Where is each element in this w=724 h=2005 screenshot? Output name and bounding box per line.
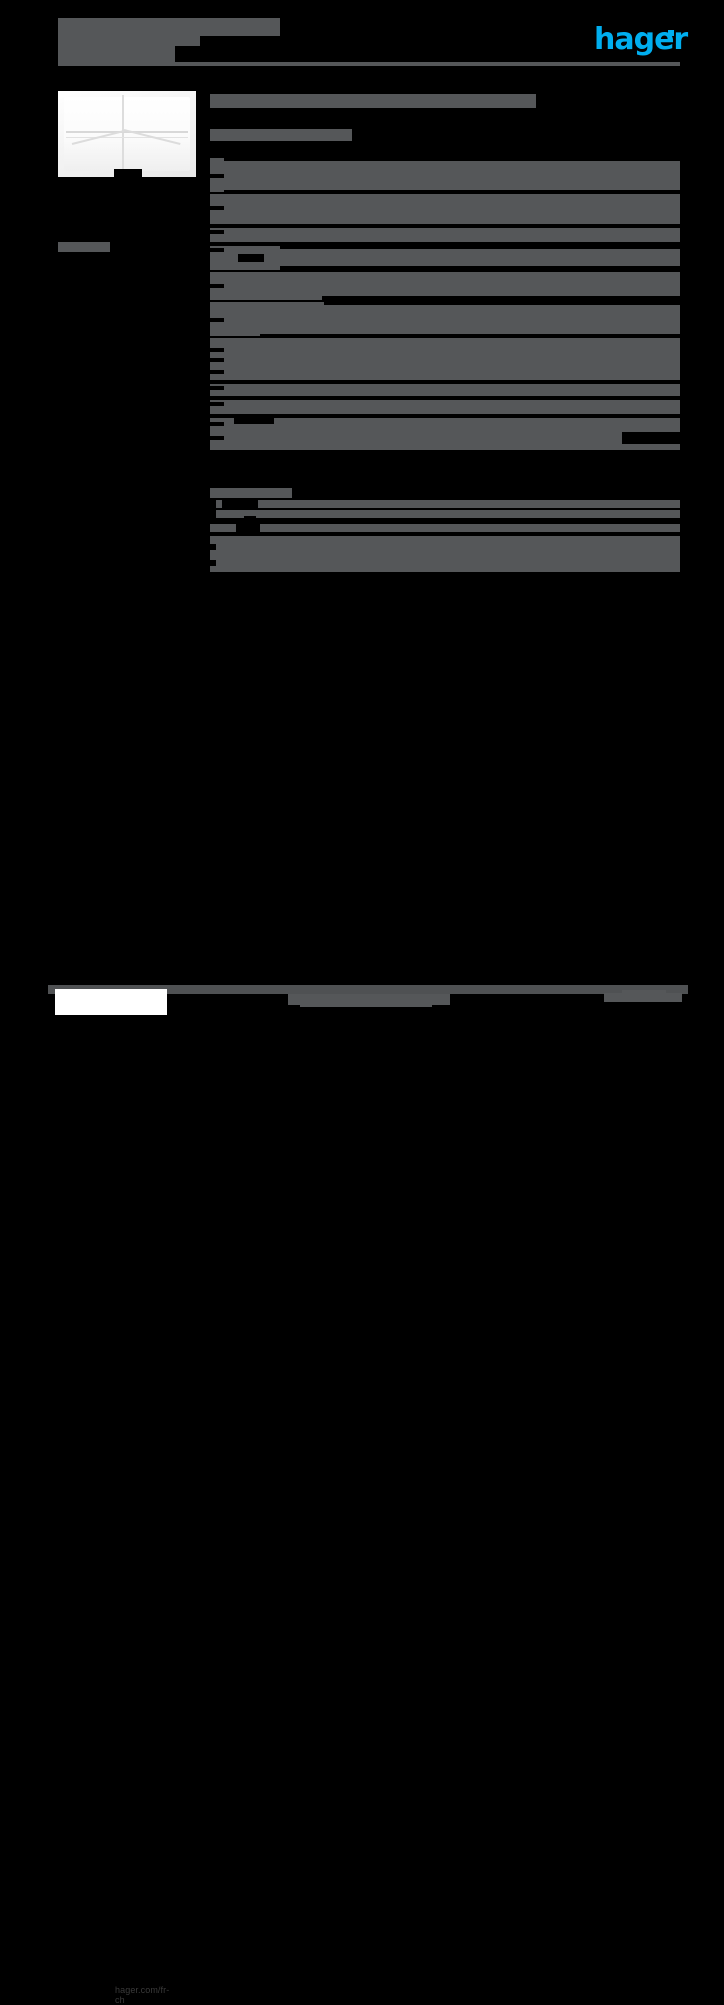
row-gap [224, 190, 680, 193]
row-gap [210, 510, 216, 518]
header-title-line1-tail [200, 24, 280, 36]
row-gap [292, 488, 680, 498]
table-row [210, 338, 680, 368]
row-gap [210, 500, 216, 508]
document-page: hager [48, 18, 689, 2005]
header-title-line3 [58, 44, 175, 62]
row-gap [210, 318, 224, 322]
row-gap [224, 158, 680, 161]
table-row [210, 194, 680, 224]
page-title [210, 94, 536, 108]
row-gap [268, 242, 635, 246]
table-row [210, 536, 680, 572]
table-row [210, 368, 680, 380]
row-gap [210, 560, 216, 566]
row-gap [210, 206, 224, 210]
footer-page-number [622, 990, 666, 1002]
row-gap [236, 524, 260, 532]
hager-logo-dot [668, 30, 674, 36]
product-ridge-lower [66, 137, 188, 138]
sidebar-caption [58, 242, 110, 252]
footer-url-box[interactable]: hager.com/fr-ch [55, 989, 169, 2005]
row-gap [222, 500, 258, 508]
footer-divider [48, 985, 688, 994]
row-gap [280, 246, 680, 249]
table-row [210, 272, 680, 300]
row-gap [234, 418, 274, 424]
row-gap [324, 302, 680, 305]
header-divider [58, 62, 680, 66]
table-row [210, 228, 680, 242]
footer-center-subtext [300, 1000, 432, 1007]
row-gap [210, 386, 224, 390]
row-gap [260, 334, 680, 338]
table-row [210, 432, 680, 450]
row-gap [210, 348, 224, 352]
row-gap [238, 254, 264, 262]
product-photo [58, 91, 196, 177]
table-row [210, 302, 680, 336]
row-gap [210, 422, 224, 426]
header-title-line2 [58, 30, 200, 46]
product-notch [114, 169, 142, 177]
product-fold-line [122, 95, 124, 173]
page-subtitle [210, 129, 352, 141]
row-gap [210, 370, 224, 374]
row-gap [210, 544, 216, 550]
row-gap [244, 516, 256, 524]
row-gap [210, 402, 224, 406]
row-gap [314, 396, 624, 400]
row-gap [280, 266, 680, 270]
table-row [210, 524, 680, 532]
row-gap [322, 296, 680, 300]
table-row [210, 500, 680, 508]
row-gap [238, 414, 680, 418]
row-gap [260, 380, 570, 384]
row-gap [210, 284, 224, 288]
row-gap [210, 174, 224, 178]
footer-center-text [288, 994, 450, 1005]
table-row [210, 158, 680, 192]
row-gap [210, 436, 224, 440]
footer-url-link[interactable]: hager.com/fr-ch [115, 1985, 170, 2005]
table-row [210, 400, 680, 414]
row-gap [260, 224, 635, 228]
row-gap [210, 230, 224, 234]
row-gap [210, 358, 224, 362]
table-row [210, 510, 680, 518]
row-gap [622, 432, 680, 444]
hager-logo: hager [594, 22, 688, 57]
table-row [210, 384, 680, 396]
row-gap [210, 248, 224, 252]
product-body [64, 97, 190, 171]
